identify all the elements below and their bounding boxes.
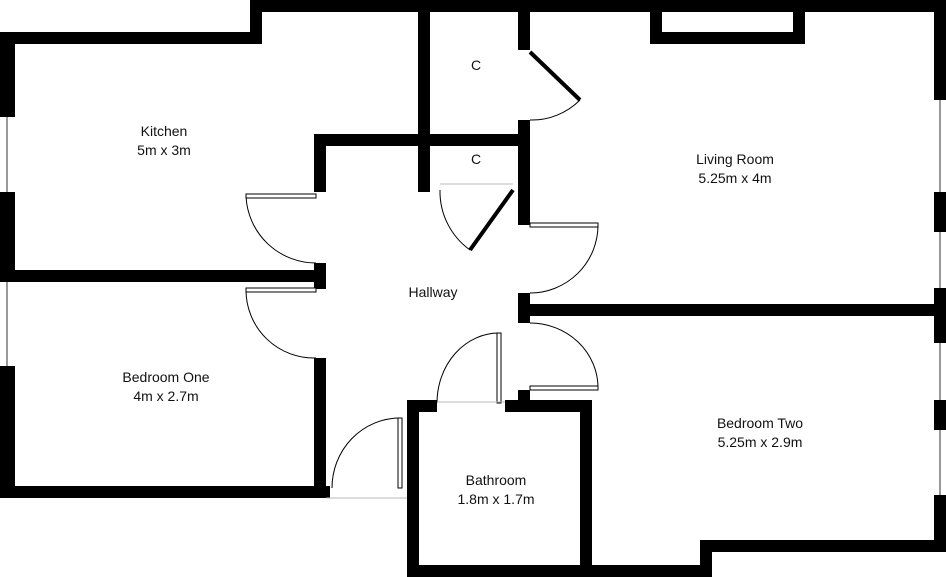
room-size: 5.25m x 4m (698, 170, 772, 186)
wall (934, 192, 946, 232)
room-name: Bedroom One (122, 369, 210, 385)
room-label-living-room: Living Room 5.25m x 4m (696, 150, 774, 188)
wall (0, 32, 262, 44)
wall (0, 192, 15, 282)
room-label-bedroom-one: Bedroom One 4m x 2.7m (122, 368, 209, 406)
wall (0, 486, 330, 498)
room-size: 1.8m x 1.7m (457, 491, 535, 507)
wall (580, 400, 592, 577)
wall (314, 358, 326, 498)
room-name: Bedroom Two (716, 415, 804, 431)
door-kitchen[interactable] (245, 193, 317, 199)
wall (250, 0, 946, 12)
room-name: C (470, 151, 482, 167)
wall (314, 134, 326, 192)
wall (0, 366, 15, 498)
thresholds (326, 183, 513, 499)
room-name: Hallway (408, 284, 458, 300)
door-swing (529, 99, 581, 121)
room-label-bedroom-two: Bedroom Two 5.25m x 2.9m (717, 414, 803, 452)
wall (518, 120, 530, 225)
door-swing (245, 195, 317, 264)
wall (934, 400, 946, 430)
room-size: 5.25m x 2.9m (717, 434, 803, 450)
door-cupboard-upper[interactable] (528, 50, 582, 102)
door-swing (245, 289, 317, 359)
window (662, 12, 793, 32)
wall (505, 400, 592, 412)
wall (934, 288, 946, 343)
door-bathroom[interactable] (496, 332, 502, 404)
door-swing (529, 322, 599, 389)
wall (407, 400, 419, 577)
wall (934, 0, 946, 100)
room-label-cupboard-lower: C (471, 150, 481, 169)
room-size: 5m x 3m (137, 142, 191, 158)
door-swing (436, 332, 500, 404)
wall (518, 0, 530, 50)
door-cupboard-lower[interactable] (468, 188, 515, 252)
wall (418, 0, 430, 192)
room-label-kitchen: Kitchen 5m x 3m (137, 122, 191, 160)
door-bedroom-one[interactable] (245, 287, 317, 293)
windows (6, 100, 941, 495)
wall (934, 495, 946, 552)
room-label-bathroom: Bathroom 1.8m x 1.7m (457, 471, 534, 509)
room-name: Living Room (696, 151, 774, 167)
doors (245, 50, 599, 489)
wall (314, 263, 326, 289)
door-swing (529, 224, 599, 294)
room-name: C (470, 57, 482, 73)
door-living-room[interactable] (529, 222, 599, 228)
door-swing (439, 189, 471, 251)
room-name: Bathroom (465, 472, 527, 488)
door-entrance[interactable] (397, 417, 403, 489)
door-bedroom-two[interactable] (529, 385, 599, 391)
room-name: Kitchen (140, 123, 188, 139)
wall (700, 540, 946, 552)
wall (518, 304, 946, 316)
door-swing (331, 417, 401, 489)
wall (0, 32, 15, 117)
window-box-inner (662, 12, 793, 32)
wall (407, 565, 712, 577)
room-label-cupboard-upper: C (471, 56, 481, 75)
room-size: 4m x 2.7m (133, 388, 199, 404)
room-label-hallway: Hallway (408, 283, 457, 302)
wall (0, 270, 326, 282)
